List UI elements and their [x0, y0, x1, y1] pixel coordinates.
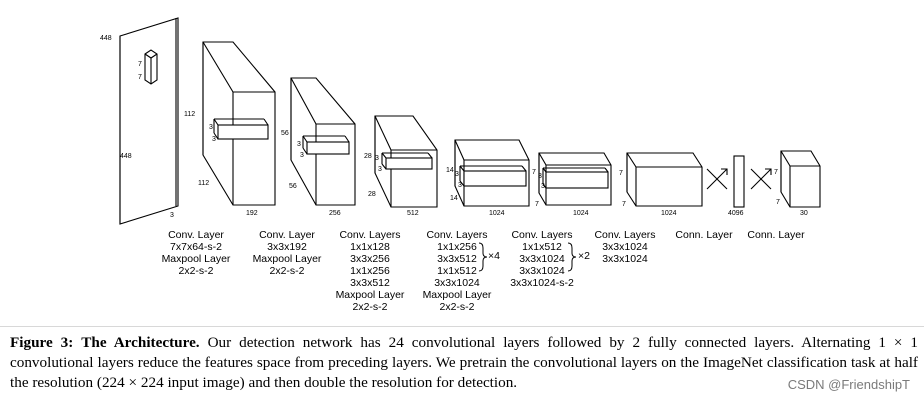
layer1-line2: 7x7x64-s-2 [170, 241, 222, 253]
block4-depth-label: 1024 [489, 210, 505, 217]
brace-x2 [567, 242, 577, 272]
block5-kernel [542, 167, 609, 189]
layer6-line2: 3x3x1024 [602, 241, 648, 253]
block5-kernel-h: 3 [538, 173, 542, 180]
layer5-line3: 3x3x1024 [519, 253, 565, 265]
layer3-line6: Maxpool Layer [336, 289, 405, 301]
input-kernel-h: 7 [138, 61, 142, 68]
block3-kernel-h: 3 [375, 155, 379, 162]
brace-x4 [478, 242, 488, 272]
block3-height-label: 28 [364, 153, 372, 160]
network-diagram: 448 448 3 7 7 112 112 192 3 3 56 56 256 … [100, 17, 821, 313]
block6-depth-label: 1024 [661, 210, 677, 217]
layer7-line1: Conn. Layer [675, 229, 733, 241]
layer4-line2: 1x1x256 [437, 241, 477, 253]
input-height-label: 448 [100, 35, 112, 42]
block4-kernel-h: 3 [455, 171, 459, 178]
block5-height-label: 7 [532, 169, 536, 176]
layer4-line7: 2x2-s-2 [439, 301, 474, 313]
caption-divider [0, 326, 924, 327]
caption-text: Our detection network has 24 convolution… [10, 334, 919, 391]
layer3-line3: 3x3x256 [350, 253, 390, 265]
block2-depth-label: 256 [329, 210, 341, 217]
block1-kernel-w: 3 [212, 136, 216, 143]
block1-width-label: 112 [198, 180, 209, 187]
caption-title: The Architecture. [81, 334, 200, 351]
figure-caption: Figure 3: The Architecture. Our detectio… [10, 333, 918, 393]
layer4-line5: 3x3x1024 [434, 277, 480, 289]
block2-kernel-h: 3 [297, 141, 301, 148]
layer2-line2: 3x3x192 [267, 241, 307, 253]
layer5-line1: Conv. Layers [511, 229, 572, 241]
block4-kernel-w: 3 [458, 182, 462, 189]
block1-volume [202, 41, 276, 206]
input-kernel [144, 49, 158, 85]
layer5-repeat: ×2 [578, 250, 590, 262]
block5-depth-label: 1024 [573, 210, 589, 217]
layer3-line2: 1x1x128 [350, 241, 390, 253]
layer8-line1: Conn. Layer [747, 229, 805, 241]
block6-width-label: 7 [622, 201, 626, 208]
output-volume [780, 150, 821, 208]
input-depth-label: 3 [170, 212, 174, 219]
block1-depth-label: 192 [246, 210, 258, 217]
layer6-line3: 3x3x1024 [602, 253, 648, 265]
layer6-line1: Conv. Layers [594, 229, 655, 241]
block3-width-label: 28 [368, 191, 376, 198]
block2-width-label: 56 [289, 183, 297, 190]
fc-layer-4096 [733, 155, 745, 208]
output-height-label: 7 [774, 169, 778, 176]
layer3-line5: 3x3x512 [350, 277, 390, 289]
block1-kernel-h: 3 [209, 124, 213, 131]
layer1-line4: 2x2-s-2 [178, 265, 213, 277]
layer5-line2: 1x1x512 [522, 241, 562, 253]
input-width-label: 448 [120, 153, 132, 160]
block3-kernel [381, 152, 433, 170]
block3-depth-label: 512 [407, 210, 419, 217]
layer3-line7: 2x2-s-2 [352, 301, 387, 313]
layer4-line4: 1x1x512 [437, 265, 477, 277]
block6-height-label: 7 [619, 170, 623, 177]
layer2-line1: Conv. Layer [259, 229, 315, 241]
fc-size-label: 4096 [728, 210, 744, 217]
block1-height-label: 112 [184, 111, 195, 118]
layer3-line1: Conv. Layers [339, 229, 400, 241]
block4-kernel [459, 165, 527, 187]
block5-kernel-w: 3 [541, 183, 545, 190]
layer5-line4: 3x3x1024 [519, 265, 565, 277]
block4-width-label: 14 [450, 195, 458, 202]
fc-arrow-1 [706, 168, 728, 190]
layer2-line3: Maxpool Layer [253, 253, 322, 265]
caption-label: Figure 3: [10, 334, 74, 351]
layer2-line4: 2x2-s-2 [269, 265, 304, 277]
block4-height-label: 14 [446, 167, 454, 174]
block5-width-label: 7 [535, 201, 539, 208]
layer4-line3: 3x3x512 [437, 253, 477, 265]
block2-kernel-w: 3 [300, 152, 304, 159]
watermark: CSDN @FriendshipT [787, 377, 910, 392]
layer4-line6: Maxpool Layer [423, 289, 492, 301]
layer4-repeat: ×4 [488, 250, 500, 262]
block3-kernel-w: 3 [378, 166, 382, 173]
block2-height-label: 56 [281, 130, 289, 137]
layer4-line1: Conv. Layers [426, 229, 487, 241]
block1-kernel [213, 118, 269, 140]
input-volume [119, 17, 179, 225]
block6-volume [626, 152, 703, 207]
fc-arrow-2 [750, 168, 772, 190]
layer1-line1: Conv. Layer [168, 229, 224, 241]
block2-kernel [302, 135, 350, 155]
output-width-label: 7 [776, 199, 780, 206]
input-kernel-w: 7 [138, 74, 142, 81]
layer3-line4: 1x1x256 [350, 265, 390, 277]
layer1-line3: Maxpool Layer [162, 253, 231, 265]
layer5-line5: 3x3x1024-s-2 [510, 277, 574, 289]
output-depth-label: 30 [800, 210, 808, 217]
